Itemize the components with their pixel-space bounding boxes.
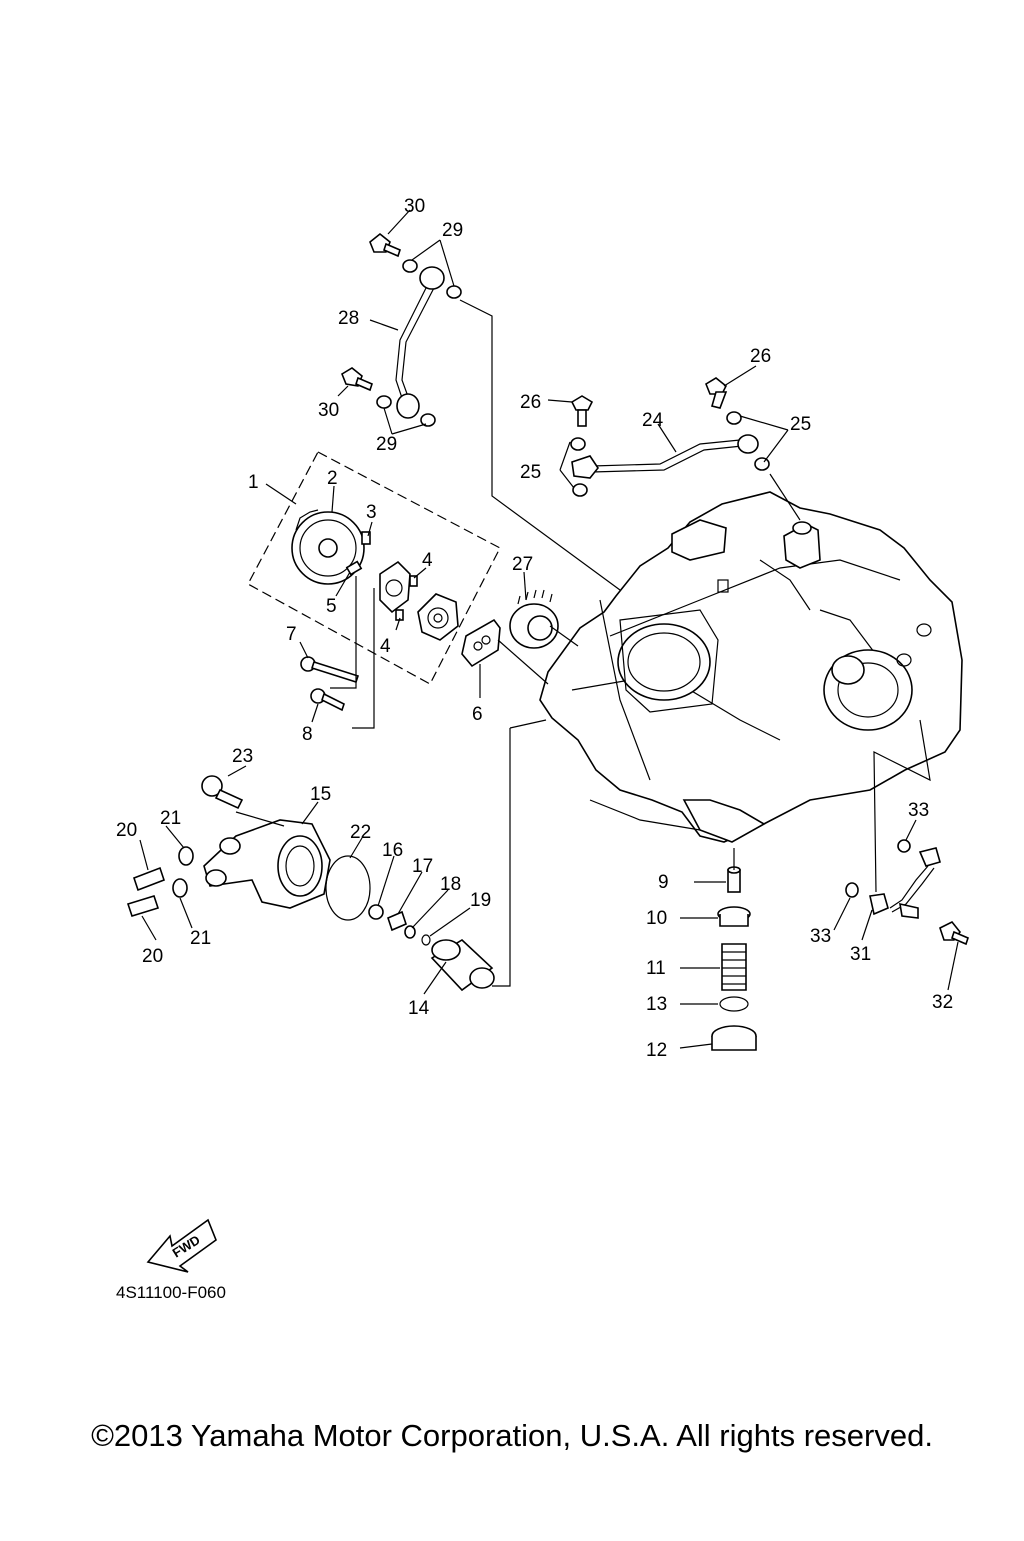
callout-6: 6 xyxy=(472,704,483,725)
callout-11: 11 xyxy=(646,958,666,979)
callout-2: 2 xyxy=(327,468,338,489)
callout-24: 24 xyxy=(642,410,664,431)
callout-28: 28 xyxy=(338,308,359,329)
callout-21b: 21 xyxy=(190,928,211,949)
guide-lines xyxy=(235,299,931,987)
bolt-8 xyxy=(310,688,345,712)
callout-26b: 26 xyxy=(750,346,771,367)
filter-cover xyxy=(126,775,495,992)
callout-33a: 33 xyxy=(908,800,929,821)
callout-20a: 20 xyxy=(116,820,137,841)
callout-21a: 21 xyxy=(160,808,181,829)
callout-27: 27 xyxy=(512,554,533,575)
bolt-7 xyxy=(300,656,360,684)
callout-23: 23 xyxy=(232,746,253,767)
callout-13: 13 xyxy=(646,994,667,1015)
callout-labels: 1 2 3 4 4 5 6 7 8 9 10 11 12 13 14 15 16… xyxy=(116,196,953,1061)
callout-22: 22 xyxy=(350,822,371,843)
copyright-notice: ©2013 Yamaha Motor Corporation, U.S.A. A… xyxy=(91,1418,933,1453)
callout-16: 16 xyxy=(382,840,403,861)
callout-4a: 4 xyxy=(422,550,433,571)
callout-10: 10 xyxy=(646,908,667,929)
crankcase xyxy=(539,491,963,843)
callout-1: 1 xyxy=(248,472,259,493)
callout-8: 8 xyxy=(302,724,313,745)
callout-20b: 20 xyxy=(142,946,163,967)
callout-31: 31 xyxy=(850,944,871,965)
callout-9: 9 xyxy=(658,872,669,893)
fwd-arrow: FWD xyxy=(146,1218,217,1273)
callout-25a: 25 xyxy=(790,414,811,435)
callout-29a: 29 xyxy=(442,220,463,241)
oil-pipe-28 xyxy=(341,232,462,427)
callout-18: 18 xyxy=(440,874,461,895)
callout-26a: 26 xyxy=(520,392,541,413)
callout-30a: 30 xyxy=(404,196,425,217)
callout-14: 14 xyxy=(408,998,430,1019)
oil-pump-group xyxy=(247,451,501,685)
callout-29b: 29 xyxy=(376,434,397,455)
callout-15: 15 xyxy=(310,784,331,805)
gear-27 xyxy=(509,589,559,649)
callout-17: 17 xyxy=(412,856,433,877)
callout-leaders xyxy=(139,209,959,1049)
diagram-code: 4S11100-F060 xyxy=(116,1283,226,1302)
callout-12: 12 xyxy=(646,1040,667,1061)
callout-33b: 33 xyxy=(810,926,831,947)
breather-pipe xyxy=(845,839,969,946)
callout-4b: 4 xyxy=(380,636,391,657)
callout-25b: 25 xyxy=(520,462,541,483)
drain-assembly xyxy=(711,866,757,1051)
callout-32: 32 xyxy=(932,992,953,1013)
callout-19: 19 xyxy=(470,890,491,911)
oil-pipe-24 xyxy=(570,377,770,497)
callout-3: 3 xyxy=(366,502,377,523)
callout-7: 7 xyxy=(286,624,297,645)
callout-5: 5 xyxy=(326,596,337,617)
callout-30b: 30 xyxy=(318,400,339,421)
